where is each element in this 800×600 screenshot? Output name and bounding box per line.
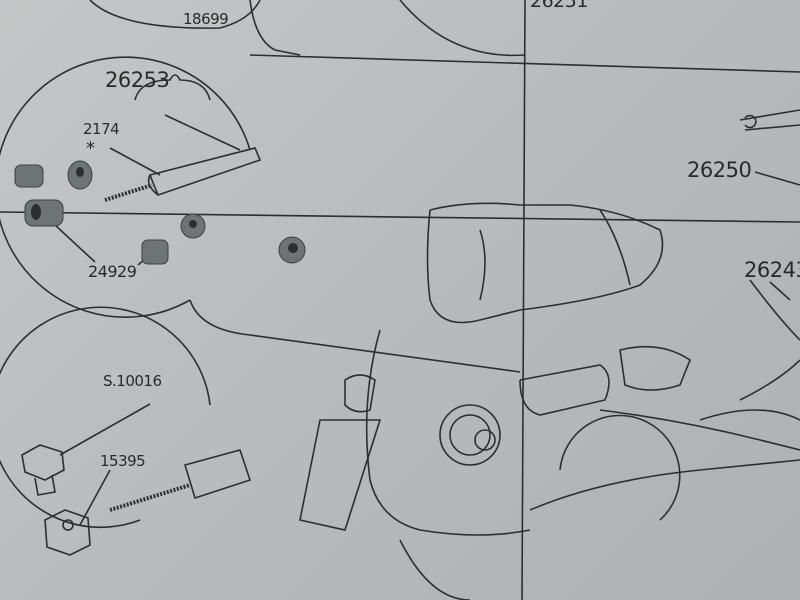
part-number-s10016: S.10016 [103,372,162,390]
part-number-26250: 26250 [687,158,752,182]
part-number-15395: 15395 [100,452,146,470]
part-number-26251: 26251 [530,0,588,12]
part-number-26253: 26253 [105,68,170,92]
loose-ferrules [14,160,306,265]
part-number-18699: 18699 [183,10,229,28]
part-number-24929: 24929 [88,262,137,281]
part-number-26243: 26243 [744,258,800,282]
asterisk-marker: * [86,138,95,159]
part-number-2174: 2174 [83,120,120,138]
